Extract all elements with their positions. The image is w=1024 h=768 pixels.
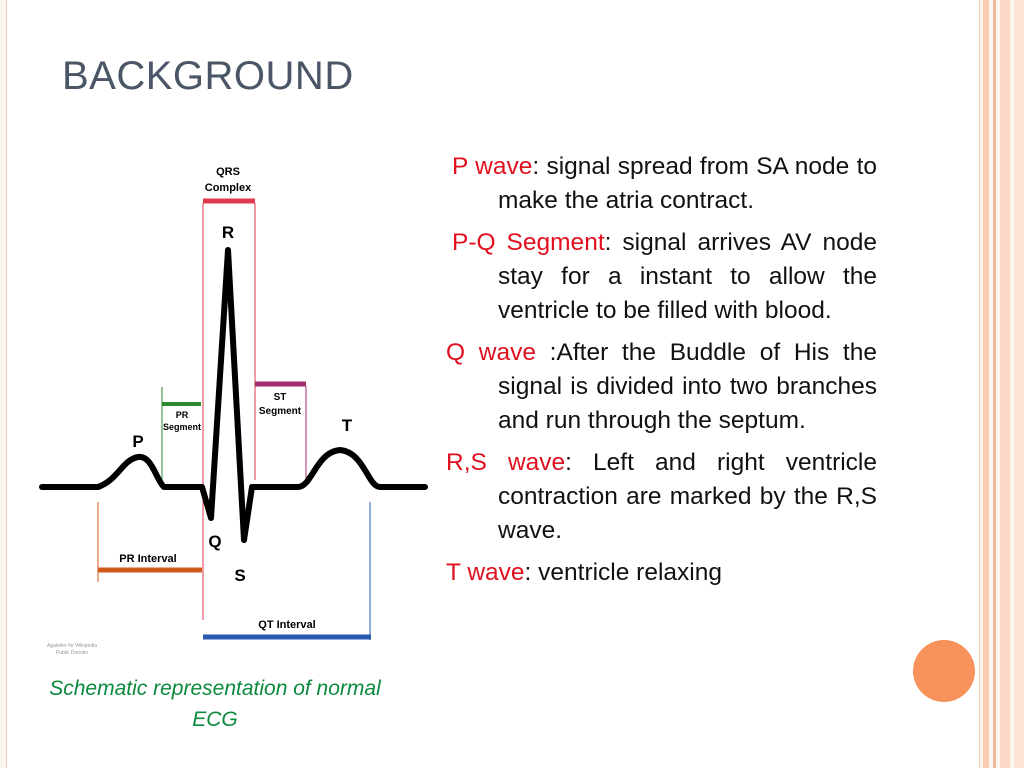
credit-line1: Agateller for Wikipedia <box>47 643 97 649</box>
bullet-p-wave: P wave: signal spread from SA node to ma… <box>446 150 877 218</box>
s-label: S <box>234 566 245 585</box>
decor-stripe <box>1000 0 1010 768</box>
qrs-label-line1: QRS <box>216 166 240 178</box>
r-label: R <box>222 223 234 242</box>
bullet-term: P wave <box>452 153 533 180</box>
bullet-term: Q wave <box>446 339 536 366</box>
bullet-q-wave: Q wave :After the Buddle of His the sign… <box>446 336 877 438</box>
bullet-list: P wave: signal spread from SA node to ma… <box>446 150 877 598</box>
bullet-term: R,S wave <box>446 449 566 476</box>
decor-circle <box>913 640 975 702</box>
bullet-text: :After the Buddle of His the signal is d… <box>498 339 877 434</box>
decor-stripe <box>1014 0 1024 768</box>
bullet-term: T wave <box>446 559 525 586</box>
slide-title: BACKGROUND <box>62 54 354 98</box>
bullet-text: : Left and right ventricle contraction a… <box>498 449 877 544</box>
decor-stripe <box>993 0 996 768</box>
pr-segment-label-line2: Segment <box>163 422 201 432</box>
st-segment-label-line1: ST <box>274 392 287 403</box>
slide-frame <box>6 0 980 768</box>
bullet-text: : signal arrives AV node stay for a inst… <box>498 229 877 324</box>
qt-interval-label: QT Interval <box>258 619 315 631</box>
t-label: T <box>342 416 353 435</box>
pr-segment-label-line1: PR <box>176 410 189 420</box>
bullet-t-wave: T wave: ventricle relaxing <box>446 556 877 590</box>
ecg-diagram: QRS Complex R PR Segment ST Segment P T … <box>39 166 428 656</box>
credit-line2: Public Domain <box>56 650 88 656</box>
diagram-caption: Schematic representation of normal ECG <box>49 677 381 731</box>
qrs-label-line2: Complex <box>205 182 252 194</box>
decor-stripe <box>983 0 989 768</box>
bullet-text: : signal spread from SA node to make the… <box>498 153 878 214</box>
ecg-trace <box>39 247 428 543</box>
pr-interval-label: PR Interval <box>119 553 176 565</box>
bullet-rs-wave: R,S wave: Left and right ventricle contr… <box>446 446 877 548</box>
q-label: Q <box>208 532 221 551</box>
bullet-pq-segment: P-Q Segment: signal arrives AV node stay… <box>446 226 877 328</box>
st-segment-label-line2: Segment <box>259 406 302 417</box>
bullet-text: : ventricle relaxing <box>524 559 722 586</box>
p-label: P <box>132 432 143 451</box>
bullet-term: P-Q Segment <box>452 229 605 256</box>
